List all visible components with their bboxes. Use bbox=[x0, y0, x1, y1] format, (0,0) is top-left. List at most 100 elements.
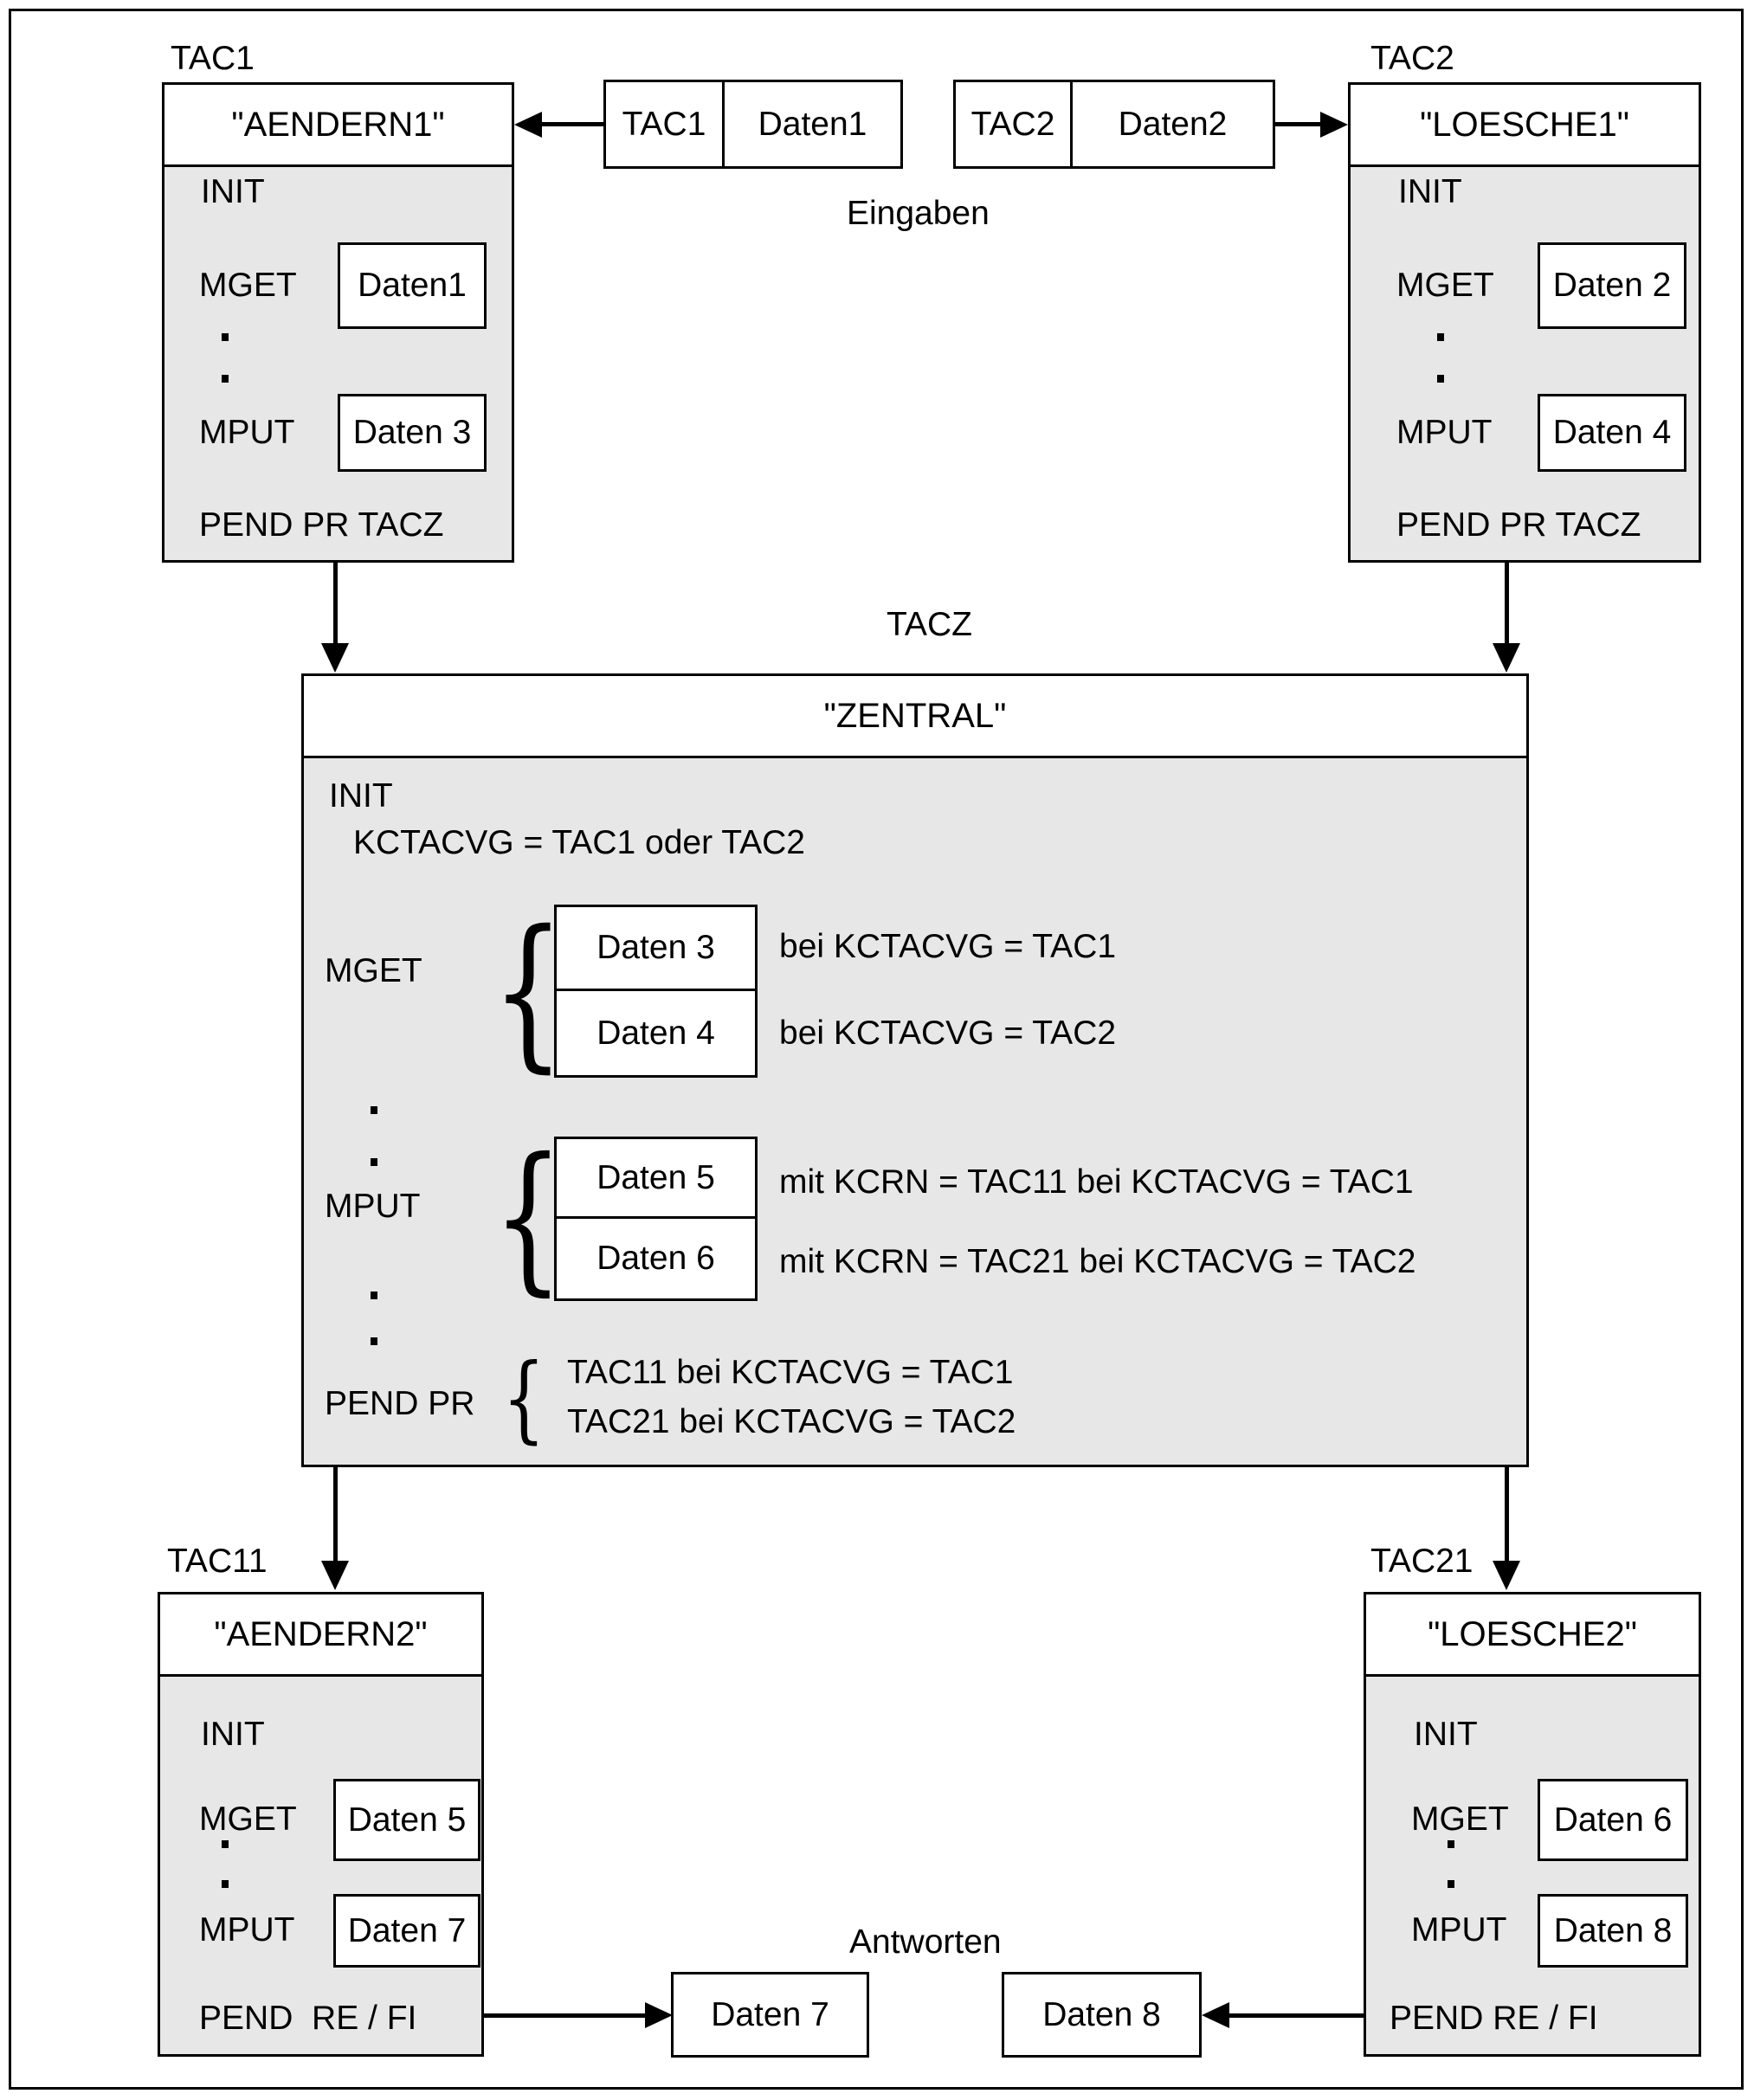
ellipsis-dot bbox=[222, 1840, 229, 1848]
arrow-line bbox=[333, 1467, 338, 1562]
loesche1-mget-label: MGET bbox=[1396, 267, 1494, 304]
pend-condition-1: TAC11 bei KCTACVG = TAC1 bbox=[567, 1354, 1014, 1391]
loesche1-pend-label: PEND PR TACZ bbox=[1396, 506, 1641, 544]
input-message-1-tac: TAC1 bbox=[606, 82, 725, 166]
loesche1-mput-label: MPUT bbox=[1396, 414, 1493, 451]
aendern2-mget-data-box: Daten 5 bbox=[333, 1779, 480, 1861]
tag-tac11: TAC11 bbox=[167, 1543, 268, 1580]
process-box-aendern2-body bbox=[160, 1677, 481, 2054]
process-box-zentral-title: "ZENTRAL" bbox=[304, 676, 1526, 758]
inputs-caption: Eingaben bbox=[847, 195, 990, 232]
arrowhead-down bbox=[321, 1561, 349, 1590]
zentral-pend-label: PEND PR bbox=[325, 1385, 475, 1422]
mget-variants-box: Daten 3 Daten 4 bbox=[554, 905, 758, 1078]
ellipsis-dot bbox=[371, 1158, 377, 1166]
aendern2-pend-label: PEND RE / FI bbox=[199, 2000, 417, 2037]
ellipsis-dot bbox=[222, 333, 229, 341]
tag-tac1: TAC1 bbox=[171, 40, 255, 77]
process-box-aendern1-body bbox=[164, 167, 512, 560]
input-message-2-tac: TAC2 bbox=[956, 82, 1073, 166]
loesche1-mput-data-box: Daten 4 bbox=[1538, 394, 1686, 472]
process-box-loesche1-title: "LOESCHE1" bbox=[1351, 85, 1699, 167]
mput-brace: { bbox=[493, 1123, 564, 1311]
zentral-init-detail: KCTACVG = TAC1 oder TAC2 bbox=[353, 824, 805, 861]
loesche2-mget-label: MGET bbox=[1411, 1800, 1509, 1838]
pend-condition-2: TAC21 bei KCTACVG = TAC2 bbox=[567, 1403, 1016, 1440]
process-box-loesche2-title: "LOESCHE2" bbox=[1366, 1594, 1699, 1677]
process-box-aendern1-title: "AENDERN1" bbox=[164, 85, 512, 167]
ellipsis-dot bbox=[222, 1880, 229, 1888]
process-box-aendern2-title: "AENDERN2" bbox=[160, 1594, 481, 1677]
mput-variants-box: Daten 5 Daten 6 bbox=[554, 1137, 758, 1301]
output-message-1: Daten 7 bbox=[671, 1972, 869, 2058]
aendern2-init-label: INIT bbox=[201, 1716, 265, 1753]
tag-tac2: TAC2 bbox=[1370, 40, 1454, 77]
arrowhead-right bbox=[1320, 112, 1348, 138]
mget-brace: { bbox=[492, 894, 564, 1088]
tag-tacz: TACZ bbox=[887, 606, 972, 643]
arrow-line bbox=[537, 122, 605, 126]
mget-variant-1: Daten 3 bbox=[557, 907, 755, 991]
process-box-aendern1: "AENDERN1" bbox=[162, 82, 514, 563]
aendern1-mput-label: MPUT bbox=[199, 414, 295, 451]
aendern1-pend-label: PEND PR TACZ bbox=[199, 506, 444, 544]
arrowhead-down bbox=[1493, 643, 1520, 673]
zentral-mput-label: MPUT bbox=[325, 1188, 421, 1225]
arrow-line bbox=[1274, 122, 1324, 126]
input-message-1-data: Daten1 bbox=[758, 105, 867, 143]
mput-condition-1: mit KCRN = TAC11 bei KCTACVG = TAC1 bbox=[779, 1163, 1414, 1201]
arrowhead-right bbox=[645, 2002, 673, 2028]
arrow-line bbox=[484, 2013, 648, 2018]
loesche1-mget-data-box: Daten 2 bbox=[1538, 242, 1686, 329]
loesche1-init-label: INIT bbox=[1398, 173, 1462, 210]
outer-frame bbox=[9, 9, 1744, 2090]
loesche2-mput-data-box: Daten 8 bbox=[1538, 1894, 1688, 1968]
zentral-mget-label: MGET bbox=[325, 952, 422, 989]
loesche2-mget-data-box: Daten 6 bbox=[1538, 1779, 1688, 1861]
aendern1-mget-data-box: Daten1 bbox=[338, 242, 487, 329]
arrow-line bbox=[1505, 563, 1509, 647]
ellipsis-dot bbox=[371, 1106, 377, 1114]
mput-variant-1: Daten 5 bbox=[557, 1139, 755, 1219]
aendern2-mget-label: MGET bbox=[199, 1800, 297, 1838]
input-message-2-data: Daten2 bbox=[1118, 105, 1228, 143]
aendern2-mput-data-box: Daten 7 bbox=[333, 1894, 480, 1968]
input-message-2: TAC2 Daten2 bbox=[953, 80, 1275, 169]
mput-variant-2: Daten 6 bbox=[557, 1219, 755, 1298]
process-box-loesche2: "LOESCHE2" bbox=[1364, 1592, 1701, 2057]
outputs-caption: Antworten bbox=[849, 1923, 1002, 1961]
arrow-line bbox=[1226, 2013, 1364, 2018]
mget-variant-2: Daten 4 bbox=[557, 991, 755, 1075]
ellipsis-dot bbox=[1448, 1840, 1454, 1848]
ellipsis-dot bbox=[1437, 333, 1444, 341]
aendern2-mput-label: MPUT bbox=[199, 1911, 295, 1949]
arrowhead-down bbox=[1493, 1561, 1520, 1590]
mget-condition-2: bei KCTACVG = TAC2 bbox=[779, 1015, 1117, 1052]
process-box-zentral-body bbox=[304, 758, 1526, 1465]
mget-condition-1: bei KCTACVG = TAC1 bbox=[779, 928, 1117, 965]
tag-tac21: TAC21 bbox=[1370, 1543, 1473, 1580]
aendern1-mput-data-box: Daten 3 bbox=[338, 394, 487, 472]
ellipsis-dot bbox=[1448, 1880, 1454, 1888]
loesche2-pend-label: PEND RE / FI bbox=[1390, 2000, 1598, 2037]
process-box-loesche2-body bbox=[1366, 1677, 1699, 2054]
arrow-line bbox=[333, 563, 338, 647]
mput-condition-2: mit KCRN = TAC21 bei KCTACVG = TAC2 bbox=[779, 1243, 1416, 1280]
loesche2-mput-label: MPUT bbox=[1411, 1911, 1507, 1949]
aendern1-init-label: INIT bbox=[201, 173, 265, 210]
ellipsis-dot bbox=[371, 1337, 377, 1345]
ellipsis-dot bbox=[222, 375, 229, 383]
arrowhead-left bbox=[1202, 2002, 1229, 2028]
arrow-line bbox=[1505, 1467, 1509, 1562]
process-box-zentral: "ZENTRAL" bbox=[301, 673, 1529, 1467]
pend-brace: { bbox=[502, 1343, 545, 1453]
output-message-2: Daten 8 bbox=[1002, 1972, 1202, 2058]
arrowhead-left bbox=[514, 112, 542, 138]
input-message-1: TAC1 Daten1 bbox=[603, 80, 903, 169]
ellipsis-dot bbox=[1437, 375, 1444, 383]
arrowhead-down bbox=[321, 643, 349, 673]
ellipsis-dot bbox=[371, 1292, 377, 1299]
process-box-loesche1-body bbox=[1351, 167, 1699, 560]
aendern1-mget-label: MGET bbox=[199, 267, 297, 304]
